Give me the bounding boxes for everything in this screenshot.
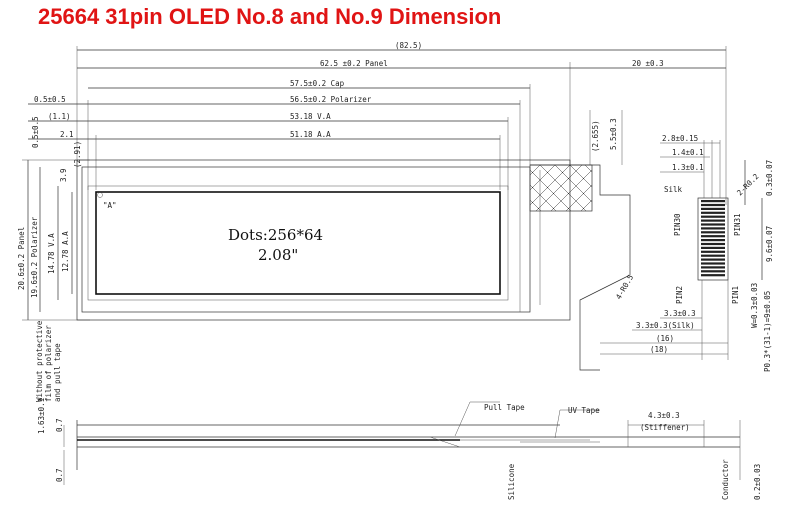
note-line-1: Without protective — [35, 320, 44, 402]
connector-pin — [701, 215, 725, 218]
hatched-area — [529, 164, 593, 212]
label-pin30: PIN30 — [673, 213, 682, 236]
connector-pin — [701, 200, 725, 203]
dim-overall: (82.5) — [395, 41, 422, 50]
connector-pin — [701, 203, 725, 207]
dim-pin-d1: 2.8±0.15 — [662, 134, 698, 143]
dim-t3: 0.7 — [55, 468, 64, 482]
connector-pin — [701, 235, 725, 238]
label-pin31: PIN31 — [733, 213, 742, 236]
connector-pin — [701, 274, 725, 277]
dim-mid-a: (2.655) — [591, 120, 600, 152]
dim-height-va: 14.78 V.A — [47, 233, 56, 274]
label-pin1: PIN1 — [731, 286, 740, 304]
display-dots: Dots:256*64 — [228, 226, 323, 244]
label-pull-tape: Pull Tape — [484, 403, 525, 412]
connector-pin — [701, 262, 725, 265]
dim-mid-b: 5.5±0.3 — [609, 118, 618, 150]
dim-left-d: (2.91) — [73, 141, 82, 168]
side-view-labels: 1.63±0.1 0.7 0.7 Pull Tape UV Tape 4.3±0… — [37, 398, 762, 500]
connector-pin — [701, 211, 725, 214]
dim-stiffener: 4.3±0.3 — [648, 411, 680, 420]
dim-b1: 3.3±0.3 — [664, 309, 696, 318]
dim-height-polarizer: 19.6±0.2 Polarizer — [30, 216, 39, 298]
dim-top-right: 0.3±0.07 — [765, 160, 774, 196]
connector-pin — [701, 219, 725, 222]
display-size: 2.08" — [258, 246, 298, 264]
connector-pin — [701, 207, 725, 210]
connector-pin — [701, 231, 725, 234]
connector-pin — [701, 227, 725, 230]
marker-a: "A" — [103, 201, 117, 210]
label-conductor: Conductor — [721, 459, 730, 500]
label-stiffener: (Stiffener) — [640, 423, 690, 432]
connector-pins — [701, 200, 725, 277]
dim-aa: 51.18 A.A — [290, 130, 331, 139]
connector-pin — [701, 254, 725, 257]
dim-fpc-thickness: 0.2±0.03 — [753, 464, 762, 500]
note-line-2: film of polarizer — [44, 325, 53, 402]
dim-right: 9.6±0.07 — [765, 226, 774, 262]
dim-height-panel: 20.6±0.2 Panel — [17, 227, 26, 290]
dim-right-offset: 20 ±0.3 — [632, 59, 664, 68]
connector-drawing — [600, 140, 763, 360]
dim-b3: (16) — [656, 334, 674, 343]
dim-cap: 57.5±0.2 Cap — [290, 79, 345, 88]
connector-pin — [701, 242, 725, 246]
dim-left-a: 0.5±0.5 — [34, 95, 66, 104]
dim-b2: 3.3±0.3(Silk) — [636, 321, 695, 330]
label-silicone: Silicone — [507, 463, 516, 500]
dim-thickness: 1.63±0.1 — [37, 398, 46, 434]
dim-t2: 0.7 — [55, 418, 64, 432]
top-dimension-lines — [28, 46, 727, 205]
dim-pitch: P0.3*(31-1)=9±0.05 — [763, 291, 772, 372]
connector-pin — [701, 223, 725, 226]
dim-left-b: (1.1) — [48, 112, 71, 121]
connector-pin — [701, 239, 725, 242]
left-dimension-labels: 20.6±0.2 Panel 19.6±0.2 Polarizer 14.78 … — [17, 216, 70, 298]
label-angle: 4-R0.5 — [614, 273, 635, 301]
dim-va: 53.18 V.A — [290, 112, 331, 121]
note-line-3: and pull tape — [53, 343, 62, 402]
note: Without protective film of polarizer and… — [35, 320, 62, 402]
connector-pin — [701, 266, 725, 269]
label-silk: Silk — [664, 185, 683, 194]
label-pin2: PIN2 — [675, 286, 684, 304]
connector-pin — [701, 250, 725, 253]
panel-outline — [76, 159, 631, 371]
connector-pin — [701, 246, 725, 249]
page-title: 25664 31pin OLED No.8 and No.9 Dimension — [38, 4, 502, 29]
dim-pin-d2: 1.4±0.1 — [672, 148, 704, 157]
dim-b4: (18) — [650, 345, 668, 354]
dim-left-f: 3.9 — [59, 168, 68, 182]
dim-height-aa: 12.78 A.A — [61, 231, 70, 272]
dim-panel: 62.5 ±0.2 Panel — [320, 59, 388, 68]
dim-left-c: 2.1 — [60, 130, 74, 139]
top-dimension-labels: (82.5) 62.5 ±0.2 Panel 20 ±0.3 57.5±0.2 … — [31, 41, 664, 182]
connector-labels: 2.8±0.15 1.4±0.1 1.3±0.1 Silk 2-R0.2 0.3… — [614, 134, 774, 372]
dim-pin-d3: 1.3±0.1 — [672, 163, 704, 172]
dim-polarizer: 56.5±0.2 Polarizer — [290, 95, 372, 104]
dim-width: W=0.3±0.03 — [750, 283, 759, 328]
connector-pin — [701, 258, 725, 261]
dim-left-e: 0.5±0.5 — [31, 116, 40, 148]
label-radius: 2-R0.2 — [735, 172, 761, 198]
side-view — [63, 401, 741, 485]
connector-pin — [701, 270, 725, 273]
label-uv-tape: UV Tape — [568, 406, 600, 415]
